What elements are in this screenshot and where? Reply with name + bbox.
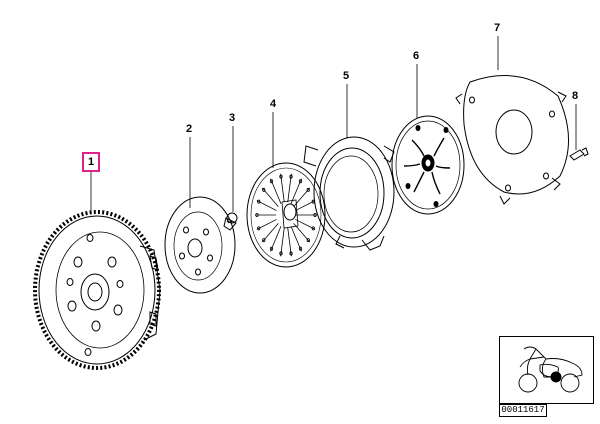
spring-finger-tip [262, 238, 266, 243]
flywheel[interactable] [33, 210, 161, 370]
inset-location-marker [550, 371, 562, 383]
leader-lines [90, 36, 577, 212]
callout-8[interactable]: 8 [572, 90, 579, 102]
spring-finger-tip [298, 246, 303, 251]
screw[interactable] [569, 147, 589, 161]
motorcycle-icon [518, 346, 583, 393]
callout-3[interactable]: 3 [229, 112, 236, 124]
spring-finger-tip [306, 187, 310, 192]
callout-2[interactable]: 2 [186, 123, 193, 135]
spring-finger-tip [279, 251, 283, 256]
thrust-plate[interactable] [455, 75, 569, 205]
inset-code: 00011617 [499, 404, 547, 417]
spring-finger-tip [289, 174, 293, 179]
callout-7[interactable]: 7 [494, 22, 501, 34]
spring-finger-tip [255, 212, 259, 217]
inset-thumbnail [499, 336, 594, 404]
spring-finger-tip [313, 212, 317, 217]
spring-finger-tip [269, 246, 274, 251]
spring-finger-tip [269, 179, 274, 184]
spring-finger-tip [262, 187, 266, 192]
callout-4[interactable]: 4 [270, 98, 277, 110]
spring-finger-tip [311, 226, 315, 231]
friction-disc[interactable] [164, 196, 236, 294]
callout-6[interactable]: 6 [413, 50, 420, 62]
spring-finger-tip [298, 179, 303, 184]
callout-1-label: 1 [87, 156, 95, 168]
spring-finger-tip [279, 174, 283, 179]
flywheel-gear-teeth [33, 210, 161, 370]
bolt[interactable] [223, 212, 238, 231]
spring-finger-tip [257, 199, 261, 204]
spring-finger-tip [306, 238, 310, 243]
spring-finger-tip [257, 226, 261, 231]
diaphragm-spring[interactable] [246, 162, 326, 268]
callout-5[interactable]: 5 [343, 70, 350, 82]
callout-1[interactable]: 1 [82, 152, 100, 172]
clutch-disc[interactable] [391, 115, 465, 215]
spring-finger-tip [289, 251, 293, 256]
